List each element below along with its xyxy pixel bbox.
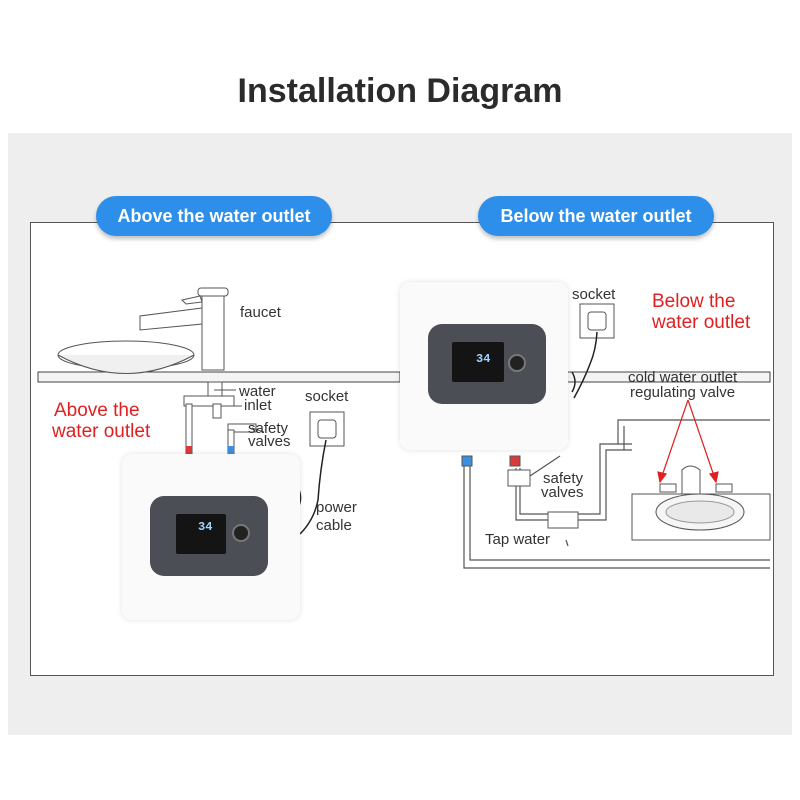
- above-outlet-note-line2: water outlet: [52, 421, 151, 442]
- power-cable-label-line1: power: [316, 499, 357, 516]
- sink-faucet-icon: [659, 465, 733, 495]
- right-socket-label: socket: [572, 286, 616, 303]
- below-outlet-note-line2: water outlet: [652, 312, 751, 333]
- tap-water-label: Tap water: [485, 531, 551, 548]
- left-display-readout: 34: [198, 520, 213, 534]
- above-outlet-badge: Above the water outlet: [96, 196, 332, 236]
- left-countertop: [37, 371, 401, 383]
- left-temperature-knob: [232, 524, 250, 542]
- left-safety-label-line2: valves: [248, 433, 291, 450]
- power-cable-label-line2: cable: [316, 517, 352, 534]
- page-title: Installation Diagram: [237, 72, 563, 110]
- faucet-label: faucet: [240, 304, 281, 321]
- left-socket-label: socket: [305, 388, 349, 405]
- right-display: [452, 342, 504, 382]
- right-safety-label-line1: safety: [543, 470, 584, 487]
- water-inlet-label-line1: water: [239, 383, 276, 400]
- right-temperature-knob: [508, 354, 526, 372]
- below-outlet-note-line1: Below the: [652, 291, 736, 312]
- regulating-valve-label-line1: cold water outlet: [628, 369, 738, 386]
- tap-valve-icon: [547, 511, 579, 529]
- right-safety-label-line2: valves: [541, 484, 584, 501]
- below-outlet-badge: Below the water outlet: [478, 196, 714, 236]
- regulating-valve-label-line2: regulating valve: [630, 384, 736, 401]
- left-display: [176, 514, 226, 554]
- above-outlet-note-line1: Above the: [54, 400, 140, 421]
- right-display-readout: 34: [476, 352, 491, 366]
- left-safety-label-line1: safety: [248, 420, 289, 437]
- water-inlet-label-line2: inlet: [244, 397, 272, 414]
- faucet-icon: [139, 287, 229, 371]
